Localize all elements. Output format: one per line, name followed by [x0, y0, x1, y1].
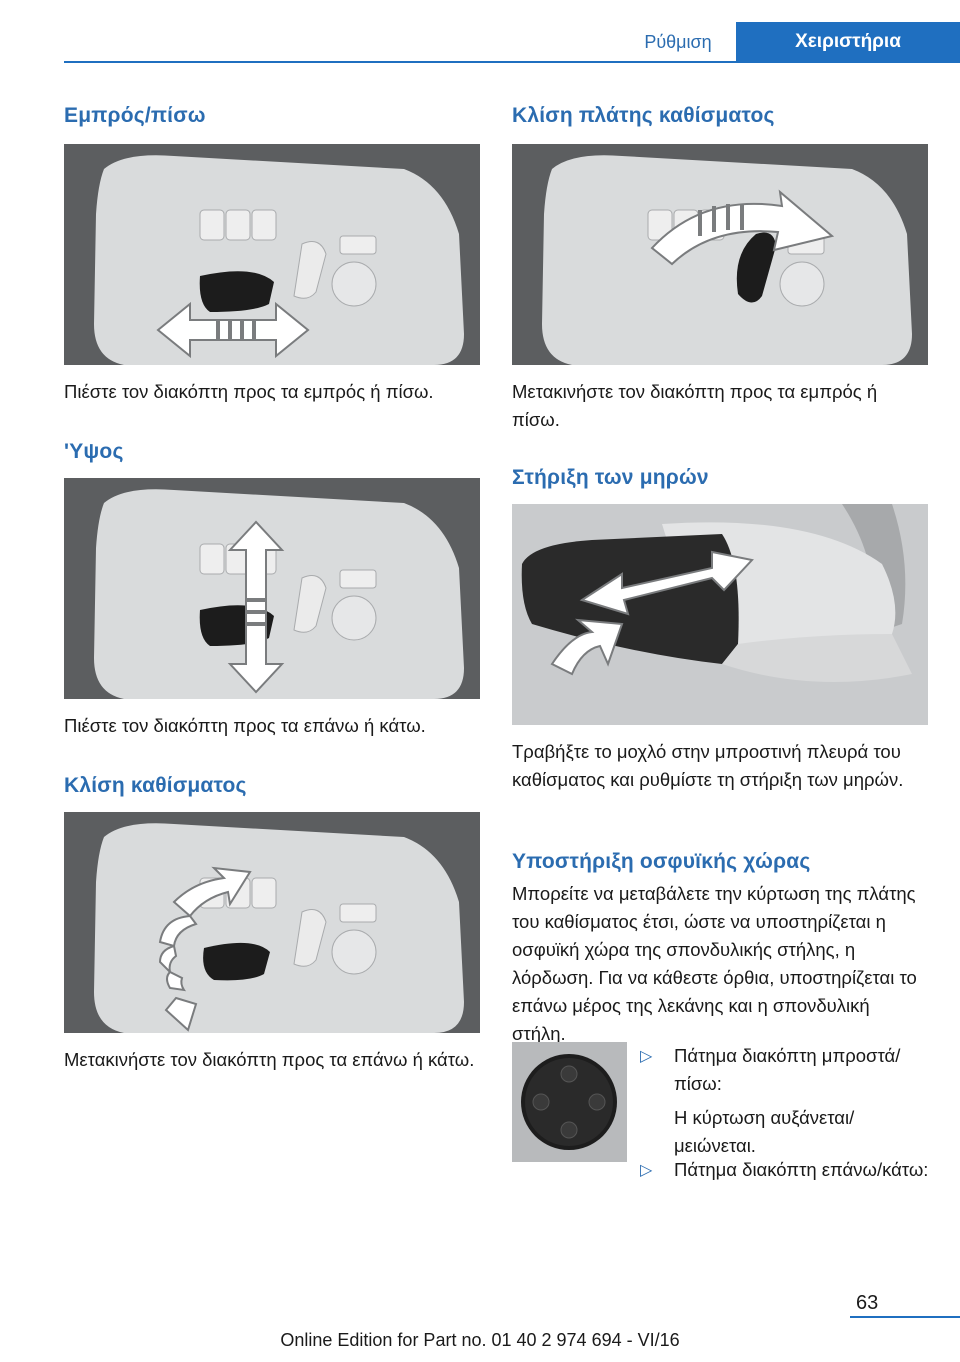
header-rule [64, 61, 960, 63]
heading-height: 'Υψος [64, 440, 124, 463]
text-height: Πιέστε τον διακόπτη προς τα επάνω ή κάτω… [64, 715, 426, 736]
seat-control-forward-back-image [64, 144, 480, 365]
footer-edition: Online Edition for Part no. 01 40 2 974 … [280, 1330, 680, 1350]
bullet-marker-2: ▷ [640, 1162, 653, 1179]
header-section-tab[interactable]: Ρύθμιση [644, 31, 712, 52]
text-backrest-tilt: Μετακινήστε τον διακόπτη προς τα εμπρός … [512, 381, 878, 430]
heading-seat-tilt: Κλίση καθίσματος [64, 774, 247, 797]
heading-thigh-support: Στήριξη των μηρών [512, 466, 709, 489]
page-number: 63 [856, 1292, 879, 1314]
heading-forward-back: Εμπρός/πίσω [64, 104, 206, 127]
text-forward-back: Πιέστε τον διακόπτη προς τα εμπρός ή πίσ… [64, 381, 434, 402]
heading-lumbar-support: Υποστήριξη οσφυϊκής χώρας [512, 850, 811, 873]
thigh-support-image [512, 504, 928, 725]
lumbar-control-image [512, 1042, 627, 1162]
seat-control-backrest-image [512, 144, 928, 365]
bullet-title-1: Πάτημα διακόπτη μπροστά/πίσω: [674, 1045, 901, 1094]
bullet-marker-1: ▷ [640, 1048, 653, 1065]
bullet-title-2: Πάτημα διακόπτη επάνω/κάτω: [674, 1159, 929, 1180]
header-chapter-tab[interactable]: Χειριστήρια [736, 22, 960, 62]
bullet-detail-1: Η κύρτωση αυξάνεται/μειώνεται. [674, 1107, 855, 1156]
text-thigh-support: Τραβήξτε το μοχλό στην μπροστινή πλευρά … [512, 741, 904, 790]
seat-control-height-image [64, 478, 480, 699]
heading-backrest-tilt: Κλίση πλάτης καθίσματος [512, 104, 775, 127]
text-seat-tilt: Μετακινήστε τον διακόπτη προς τα επάνω ή… [64, 1049, 475, 1070]
text-lumbar-support: Μπορείτε να μεταβάλετε την κύρτωση της π… [512, 883, 917, 1044]
seat-control-tilt-image [64, 812, 480, 1033]
page-number-rule [850, 1316, 960, 1318]
